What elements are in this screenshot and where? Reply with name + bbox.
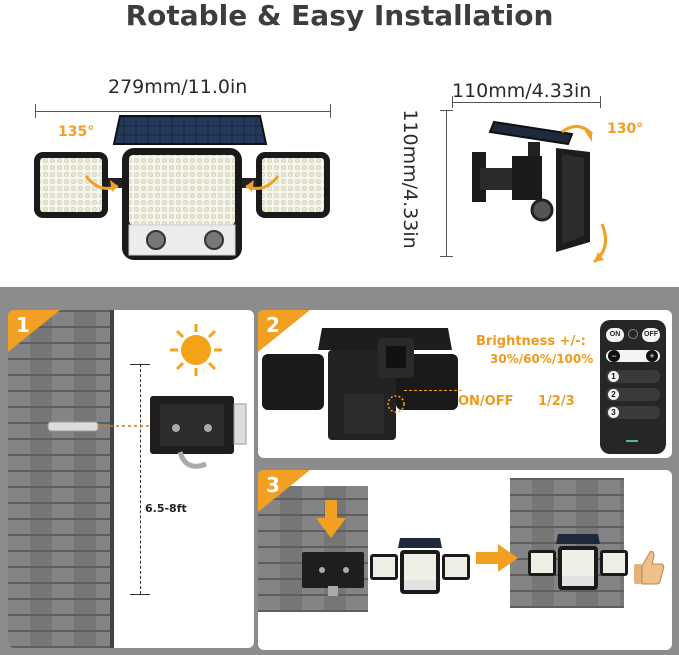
page-title: Rotable & Easy Installation [125, 0, 554, 32]
step-1-badge: 1 [8, 310, 60, 352]
remote-mode-3-button[interactable]: 3 [606, 406, 660, 419]
angle-right-label: 130° [607, 121, 644, 137]
remote-brand-icon [626, 434, 638, 442]
mount-height-label: 6.5-8ft [145, 502, 187, 515]
light-unit-mounted [528, 534, 628, 590]
remote-plus-button[interactable]: + [646, 350, 658, 362]
onoff-label: ON/OFF [458, 394, 514, 409]
right-arrow-icon [476, 544, 518, 572]
width-dimension-line [35, 111, 330, 112]
step-3-number: 3 [266, 473, 280, 497]
step-2-badge: 2 [258, 310, 310, 352]
step-3-card: 3 [258, 470, 672, 650]
brightness-levels: 30%/60%/100% [490, 352, 594, 366]
remote-on-button[interactable]: ON [606, 328, 624, 342]
down-arrow-icon [316, 500, 346, 538]
thumbs-up-icon [634, 551, 665, 585]
step-1-number: 1 [16, 313, 30, 337]
bracket-on-wall [302, 552, 364, 596]
mounting-bracket [150, 396, 247, 469]
step-1-card: 6.5-8ft 1 [8, 310, 254, 648]
light-unit-small [370, 538, 470, 594]
brightness-label: Brightness +/-: [476, 334, 586, 349]
width-label: 279mm/11.0in [108, 76, 248, 98]
front-light-illustration [34, 115, 330, 260]
step-2-card: Brightness +/-: 30%/60%/100% ON/OFF 1/2/… [258, 310, 672, 458]
modes-label: 1/2/3 [538, 394, 575, 409]
angle-left-label: 135° [58, 124, 95, 140]
brick-wall [8, 310, 110, 648]
light-back-illustration [262, 328, 458, 440]
step-3-badge: 3 [258, 470, 310, 512]
height-label: 110mm/4.33in [399, 109, 421, 249]
side-light-illustration [472, 120, 608, 264]
remote-minus-button[interactable]: − [608, 350, 620, 362]
sun-icon [170, 324, 222, 376]
remote-control: ON OFF − + 1 2 3 [600, 320, 666, 454]
remote-wifi-icon [628, 329, 638, 339]
remote-mode-1-button[interactable]: 1 [606, 370, 660, 383]
depth-label: 110mm/4.33in [452, 80, 592, 102]
remote-off-button[interactable]: OFF [642, 328, 660, 342]
step-2-number: 2 [266, 313, 280, 337]
screw-icon [47, 421, 152, 432]
brick-wall-before [258, 486, 368, 612]
remote-mode-2-button[interactable]: 2 [606, 388, 660, 401]
